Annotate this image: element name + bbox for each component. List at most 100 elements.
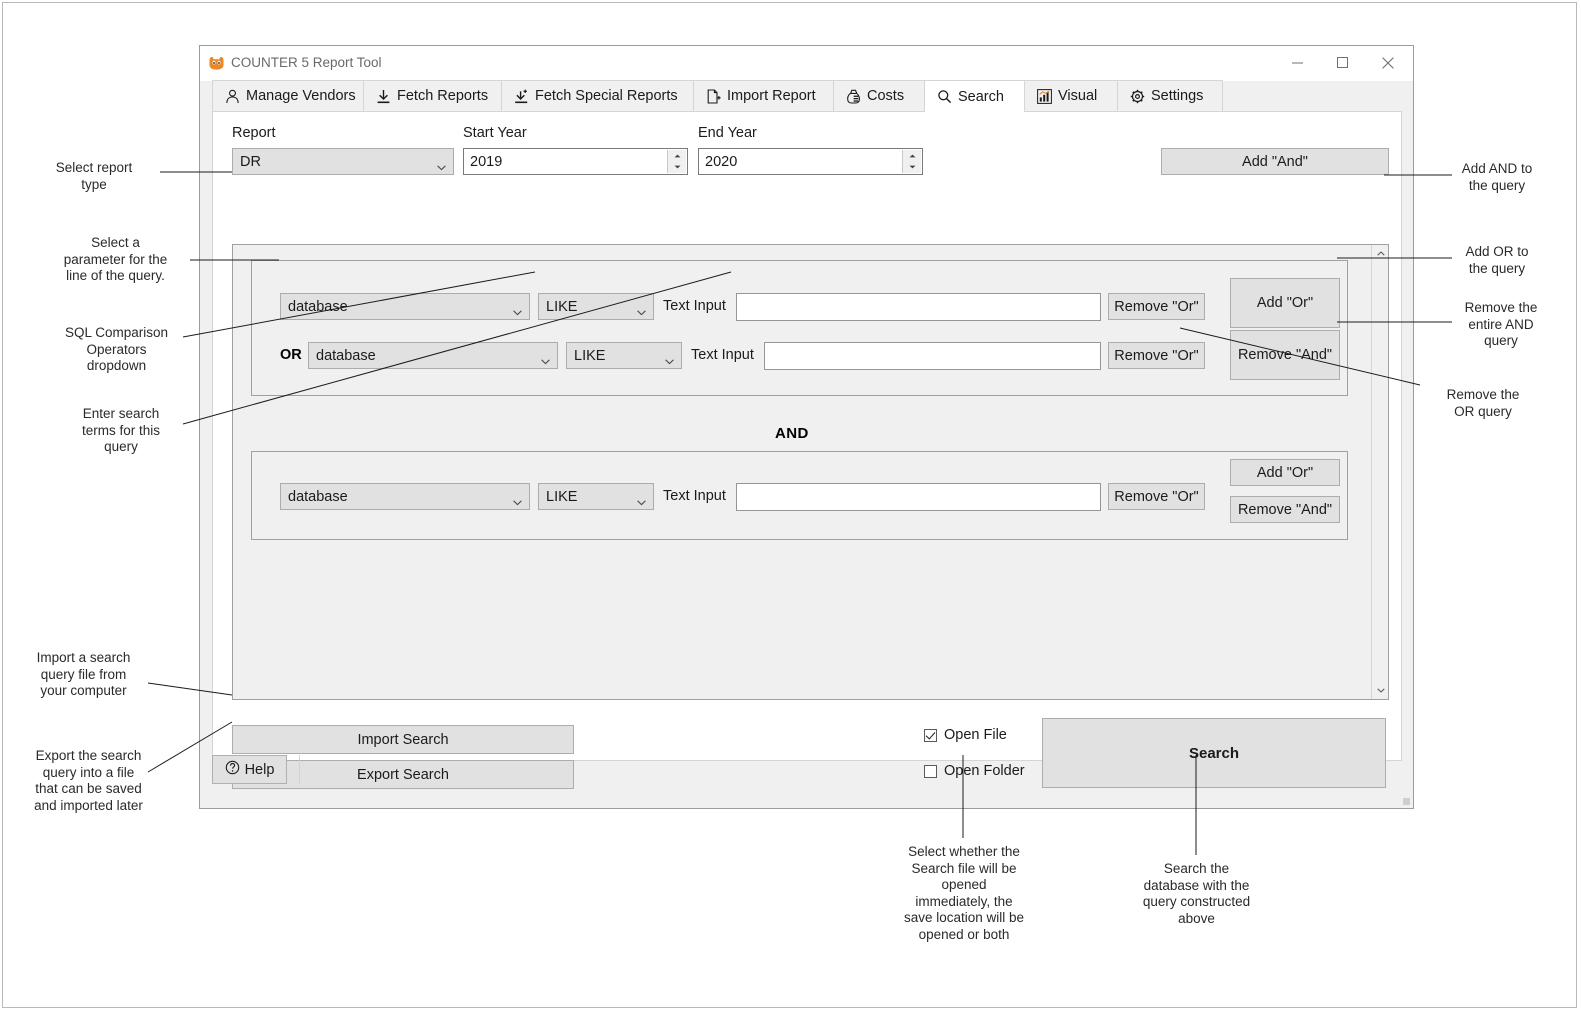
annotation-open-options: Select whether the Search file will be o… [903, 844, 1025, 942]
start-year-increment[interactable] [668, 150, 686, 162]
resize-grip[interactable] [1403, 798, 1410, 805]
title-bar: COUNTER 5 Report Tool [200, 46, 1413, 81]
remove-or-button[interactable]: Remove "Or" [1108, 483, 1205, 510]
tab-costs[interactable]: Costs [833, 80, 925, 111]
application-window: COUNTER 5 Report Tool Manage Vendors [199, 45, 1414, 809]
annotation-select-parameter: Select a parameter for the line of the q… [63, 235, 168, 283]
text-input-label: Text Input [663, 488, 726, 504]
annotation-search-button: Search the database with the query const… [1142, 861, 1251, 926]
annotation-import-search: Import a search query file from your com… [36, 650, 131, 698]
open-file-checkbox-box[interactable] [924, 728, 937, 742]
chevron-down-icon [637, 494, 646, 505]
maximize-button[interactable] [1322, 46, 1367, 79]
chevron-down-icon [637, 304, 646, 315]
search-term-input[interactable] [736, 483, 1101, 511]
search-tab-panel: Report Start Year End Year DR 2019 2020 [212, 111, 1402, 789]
tab-fetch-special-reports[interactable]: Fetch Special Reports [501, 80, 694, 111]
add-or-button[interactable]: Add "Or" [1230, 459, 1340, 486]
start-year-decrement[interactable] [668, 162, 686, 174]
parameter-select[interactable]: database [280, 293, 530, 320]
text-input-label: Text Input [663, 298, 726, 314]
operator-select[interactable]: LIKE [538, 483, 654, 510]
open-folder-checkbox[interactable]: Open Folder [924, 763, 1025, 779]
import-search-button[interactable]: Import Search [232, 725, 574, 754]
report-select[interactable]: DR [232, 148, 454, 175]
help-button[interactable]: Help [212, 755, 287, 784]
export-search-button[interactable]: Export Search [232, 760, 574, 789]
annotation-remove-or: Remove the OR query [1446, 387, 1520, 419]
tab-label: Settings [1151, 88, 1204, 104]
open-folder-checkbox-box[interactable] [924, 764, 937, 778]
parameter-select[interactable]: database [308, 342, 558, 369]
operator-select-value: LIKE [546, 298, 578, 315]
tab-search[interactable]: Search [924, 80, 1025, 112]
end-year-decrement[interactable] [903, 162, 921, 174]
start-year-input[interactable]: 2019 [463, 148, 688, 175]
tab-label: Fetch Reports [397, 88, 489, 104]
remove-and-button[interactable]: Remove "And" [1230, 496, 1340, 523]
open-file-checkbox[interactable]: Open File [924, 727, 1007, 743]
end-year-spinner[interactable] [902, 150, 921, 173]
download-icon [376, 89, 391, 104]
download-plus-icon [514, 89, 529, 104]
bar-chart-icon [1037, 88, 1052, 104]
tab-fetch-reports[interactable]: Fetch Reports [363, 80, 502, 111]
close-button[interactable] [1367, 46, 1412, 79]
file-import-icon [706, 88, 721, 104]
tab-label: Manage Vendors [246, 88, 356, 104]
operator-select[interactable]: LIKE [538, 293, 654, 320]
status-bar-separator [299, 755, 300, 784]
search-term-input[interactable] [764, 342, 1101, 370]
close-icon [1382, 57, 1394, 69]
annotation-remove-and: Remove the entire AND query [1464, 300, 1538, 348]
person-icon [225, 89, 240, 104]
end-year-increment[interactable] [903, 150, 921, 162]
question-circle-icon [225, 760, 240, 779]
chevron-down-icon [513, 304, 522, 315]
operator-select[interactable]: LIKE [566, 342, 682, 369]
chevron-down-icon [437, 159, 446, 170]
parameter-select-value: database [316, 347, 376, 364]
tab-visual[interactable]: Visual [1024, 80, 1118, 111]
annotation-export-search: Export the search query into a file that… [34, 748, 143, 813]
annotation-select-report-type: Select report type [55, 160, 133, 192]
tab-label: Fetch Special Reports [535, 88, 678, 104]
text-input-label: Text Input [691, 347, 754, 363]
tab-strip: Manage Vendors Fetch Reports Fetch Speci… [200, 80, 1413, 112]
scroll-up-icon[interactable] [1372, 245, 1389, 262]
maximize-icon [1337, 57, 1348, 68]
add-and-button[interactable]: Add "And" [1161, 148, 1389, 175]
add-or-button[interactable]: Add "Or" [1230, 278, 1340, 328]
annotation-sql-operators: SQL Comparison Operators dropdown [64, 325, 169, 373]
tab-import-report[interactable]: Import Report [693, 80, 834, 111]
end-year-input[interactable]: 2020 [698, 148, 923, 175]
parameter-select[interactable]: database [280, 483, 530, 510]
remove-and-button[interactable]: Remove "And" [1230, 330, 1340, 380]
end-year-label: End Year [698, 125, 757, 141]
start-year-spinner[interactable] [667, 150, 686, 173]
query-scrollbar[interactable] [1371, 245, 1388, 699]
remove-or-button[interactable]: Remove "Or" [1108, 342, 1205, 369]
help-label: Help [244, 761, 275, 778]
chevron-down-icon [665, 353, 674, 364]
scroll-down-icon[interactable] [1372, 682, 1389, 699]
gear-icon [1130, 89, 1145, 104]
chevron-down-icon [513, 494, 522, 505]
minimize-button[interactable] [1277, 46, 1322, 79]
annotation-enter-search-terms: Enter search terms for this query [81, 406, 160, 454]
money-bag-icon [846, 89, 861, 104]
report-select-value: DR [240, 153, 261, 170]
and-separator-label: AND [775, 425, 809, 442]
tab-manage-vendors[interactable]: Manage Vendors [212, 80, 364, 111]
tab-label: Import Report [727, 88, 816, 104]
remove-or-button[interactable]: Remove "Or" [1108, 293, 1205, 320]
tab-label: Search [958, 88, 1004, 105]
search-button[interactable]: Search [1042, 718, 1386, 788]
operator-select-value: LIKE [574, 347, 606, 364]
tab-settings[interactable]: Settings [1117, 80, 1223, 111]
minimize-icon [1292, 62, 1303, 64]
search-term-input[interactable] [736, 293, 1101, 321]
magnifier-icon [937, 89, 952, 104]
end-year-value: 2020 [705, 153, 738, 170]
